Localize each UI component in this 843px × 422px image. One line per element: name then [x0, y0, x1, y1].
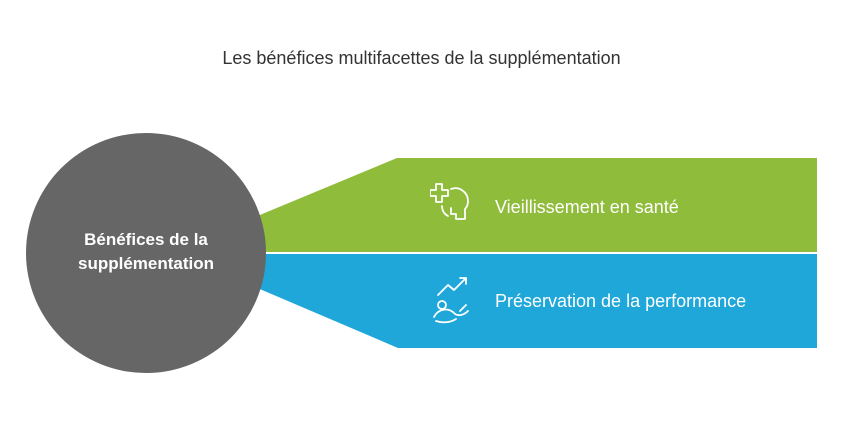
branch-healthy-aging-label: Vieillissement en santé	[495, 197, 679, 217]
branch-performance-shape	[255, 254, 817, 348]
center-label-line1: Bénéfices de la	[84, 230, 208, 249]
center-label: Bénéfices de la supplémentation	[28, 228, 264, 276]
center-label-line2: supplémentation	[77, 254, 214, 273]
center-circle	[26, 133, 266, 373]
head-medical-cross-icon	[430, 183, 469, 220]
trend-chart-person-icon	[433, 277, 469, 324]
branch-healthy-aging-shape	[255, 158, 817, 252]
branch-performance-label: Préservation de la performance	[495, 291, 747, 311]
diagram-title: Les bénéfices multifacettes de la supplé…	[222, 48, 621, 68]
